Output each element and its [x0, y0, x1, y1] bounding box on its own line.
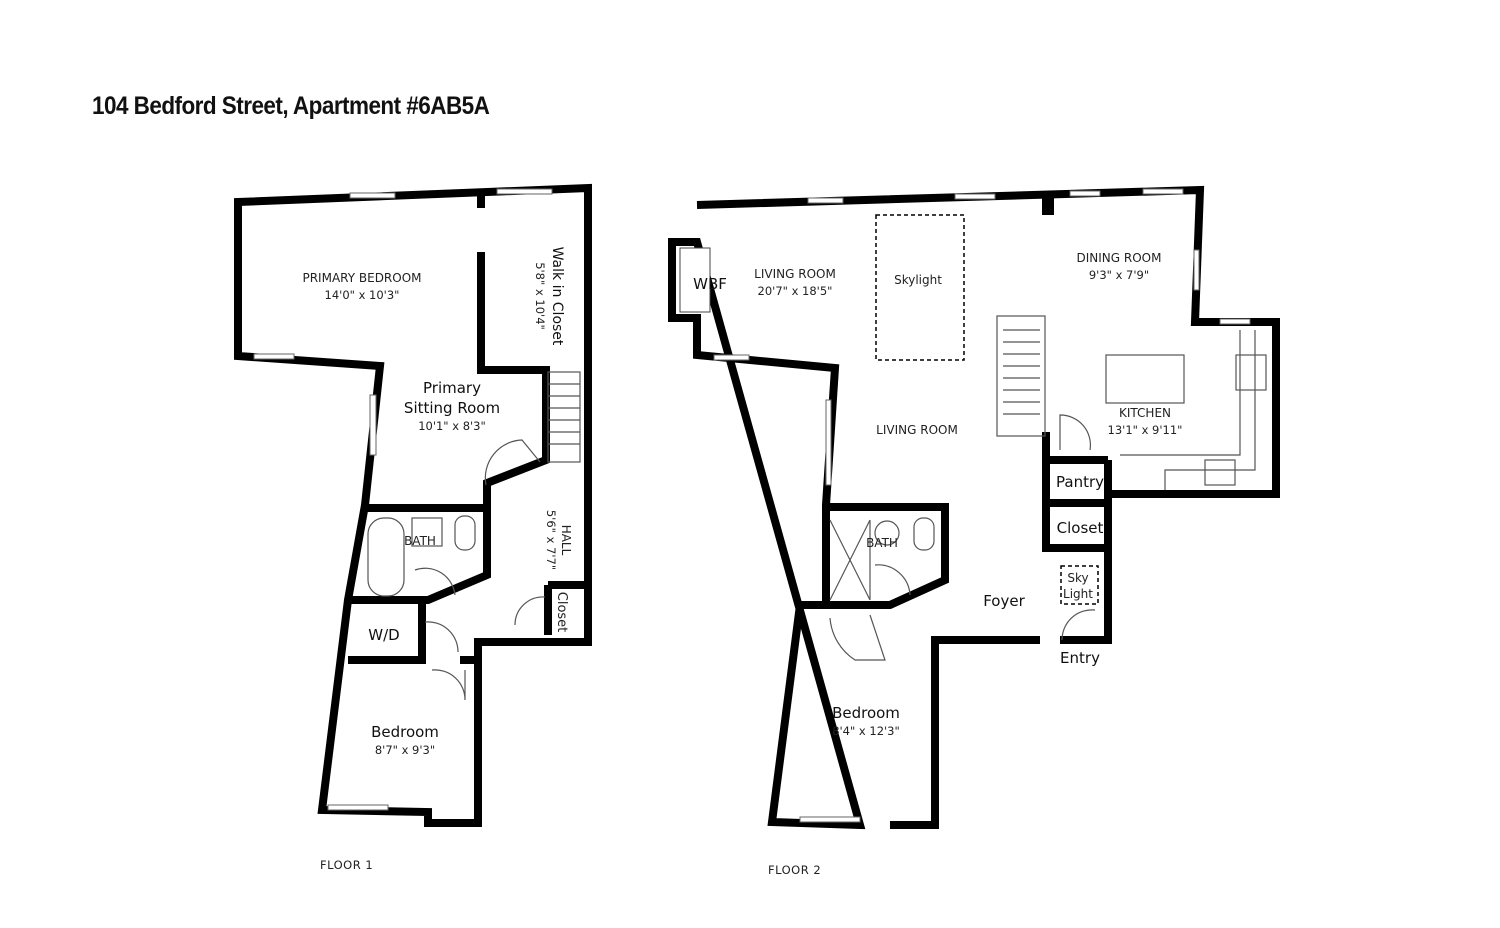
room-name-walk-in-closet: Walk in Closet — [549, 247, 565, 346]
door-swing — [829, 614, 886, 661]
window — [807, 197, 844, 204]
window — [253, 353, 295, 360]
door-swing — [514, 596, 546, 626]
door-swing — [431, 669, 466, 701]
room-name-sky-line2: Light — [1063, 587, 1093, 601]
stove — [1235, 354, 1267, 391]
room-name-kitchen: KITCHEN — [1119, 406, 1171, 420]
floor-2-label: FLOOR 2 — [768, 863, 821, 877]
kitchen-sink — [1204, 459, 1236, 486]
toilet — [454, 515, 476, 551]
sink — [874, 520, 900, 546]
door-swing — [1059, 414, 1092, 451]
room-name-entry: Entry — [1060, 649, 1100, 667]
room-name-skylight: Skylight — [894, 273, 942, 287]
room-dims-bedroom-2: 8'4" x 12'3" — [832, 724, 900, 738]
door-swing — [484, 439, 541, 486]
room-name-closet-1: Closet — [554, 592, 569, 633]
listing-title: 104 Bedford Street, Apartment #6AB5A — [92, 92, 490, 120]
window — [954, 193, 996, 200]
column — [1042, 195, 1054, 215]
room-name-living-room: LIVING ROOM — [754, 267, 836, 281]
room-name-hall: HALL — [559, 525, 573, 556]
room-name-wbf: WBF — [693, 275, 727, 293]
toilet — [913, 517, 935, 551]
window — [369, 394, 377, 456]
window — [1142, 188, 1184, 195]
room-name-primary-sitting-line1: Primary — [423, 379, 481, 397]
room-name-bath-2: BATH — [866, 536, 898, 550]
sky-light-outline — [1060, 565, 1099, 605]
bath-2-wall — [826, 503, 949, 609]
window — [713, 354, 750, 361]
room-name-pantry: Pantry — [1056, 473, 1104, 491]
room-dims-hall: 5'6" x 7'7" — [544, 510, 558, 570]
floor-1-label: FLOOR 1 — [320, 858, 373, 872]
stairs — [996, 315, 1046, 437]
kitchen-counter — [1120, 330, 1256, 490]
door-swing — [414, 567, 456, 596]
floor-2-plan: WBF LIVING ROOM 20'7" x 18'5" Skylight D… — [668, 185, 1280, 877]
bathtub — [367, 517, 405, 597]
bath-wall — [348, 504, 491, 664]
window — [496, 188, 553, 195]
room-dims-primary-sitting: 10'1" x 8'3" — [418, 419, 486, 433]
room-dims-walk-in-closet: 5'8" x 10'4" — [533, 262, 547, 330]
room-name-primary-bedroom: PRIMARY BEDROOM — [302, 271, 421, 285]
room-dims-living-room: 20'7" x 18'5" — [758, 284, 833, 298]
room-name-wd: W/D — [368, 626, 399, 644]
fireplace-icon — [679, 247, 711, 313]
window — [1069, 190, 1101, 197]
door-swing — [874, 564, 911, 596]
room-name-bath-1: BATH — [404, 534, 436, 548]
room-name-dining-room: DINING ROOM — [1077, 251, 1162, 265]
window — [1219, 318, 1251, 325]
room-dims-primary-bedroom: 14'0" x 10'3" — [325, 288, 400, 302]
room-dims-bedroom-1: 8'7" x 9'3" — [375, 743, 435, 757]
skylight-outline — [875, 214, 965, 361]
room-dims-dining-room: 9'3" x 7'9" — [1089, 268, 1149, 282]
closet-wall — [477, 196, 550, 508]
room-name-bedroom-2: Bedroom — [832, 704, 900, 722]
sink — [411, 517, 443, 547]
room-dims-kitchen: 13'1" x 9'11" — [1108, 423, 1183, 437]
window — [825, 399, 832, 486]
room-name-bedroom-1: Bedroom — [371, 723, 439, 741]
window — [799, 816, 861, 823]
room-name-foyer: Foyer — [983, 592, 1025, 610]
stairs — [547, 371, 581, 463]
pantry-closet-wall — [1042, 432, 1112, 552]
floor-1-outer-wall — [234, 183, 592, 827]
room-name-closet-2: Closet — [1057, 519, 1104, 537]
door-swing — [424, 621, 459, 653]
floor-2-outer-wall — [668, 185, 1280, 830]
room-name-primary-sitting-line2: Sitting Room — [404, 399, 500, 417]
room-name-living-room-2: LIVING ROOM — [876, 423, 958, 437]
floor-1-plan: PRIMARY BEDROOM 14'0" x 10'3" Walk in Cl… — [234, 183, 592, 872]
room-name-sky-line1: Sky — [1067, 571, 1088, 585]
hall-closet-wall — [544, 581, 588, 635]
window — [349, 192, 396, 199]
window — [327, 804, 389, 811]
kitchen-island — [1105, 354, 1185, 404]
shower — [829, 519, 871, 601]
window — [1193, 249, 1200, 291]
door-swing — [1061, 609, 1096, 641]
